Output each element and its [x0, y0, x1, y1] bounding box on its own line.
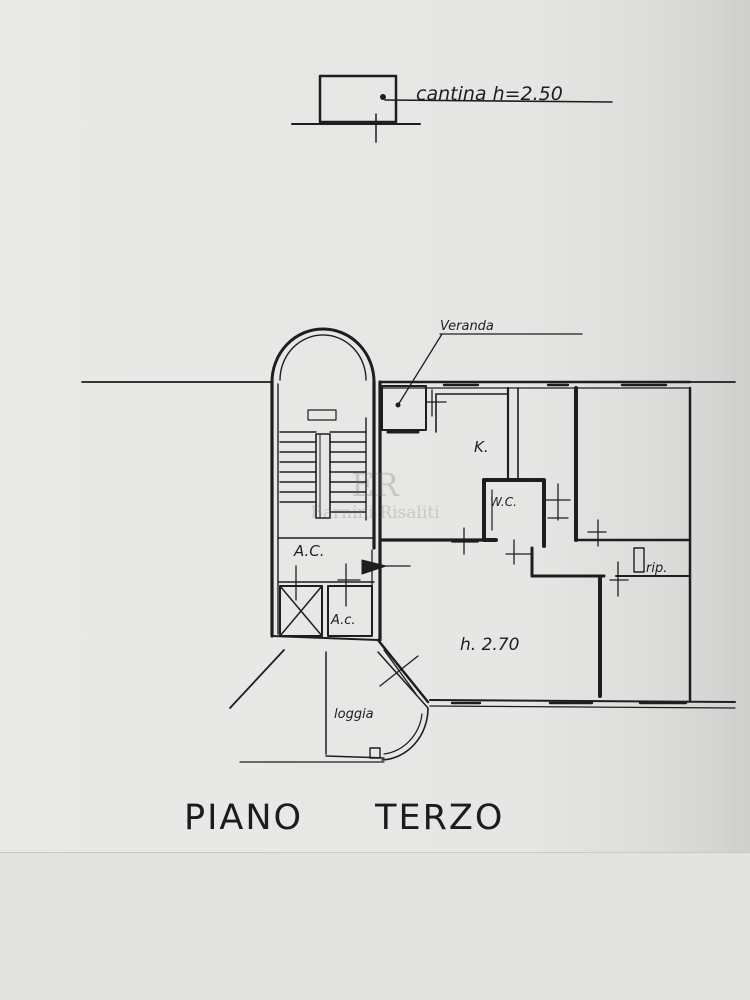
stair-treads — [279, 417, 367, 521]
page-edge-shadow — [722, 0, 750, 1000]
veranda — [381, 333, 583, 434]
watermark-text: Barnini Risaliti — [310, 503, 440, 523]
window-marks — [442, 383, 688, 705]
loggia — [229, 649, 429, 763]
room-label-ac-large: A.C. — [293, 542, 325, 560]
room-label-rip: rip. — [646, 561, 667, 576]
cellar-label: cantina h=2.50 — [416, 83, 563, 105]
room-height-label: h. 2.70 — [460, 635, 519, 655]
wc-walls — [482, 478, 571, 565]
watermark-logo: ER — [351, 466, 399, 504]
lift-shaft — [277, 563, 375, 637]
stair-tower — [270, 327, 379, 641]
floor-title-word-1: PIANO — [184, 798, 304, 838]
room-label-wc: W.C. — [490, 495, 517, 509]
floor-title: PIANO TERZO — [184, 798, 544, 848]
lower-paper-sheet — [0, 852, 750, 1000]
kitchen-walls — [380, 386, 510, 555]
room-label-kitchen: K. — [474, 438, 489, 456]
entrance-arrow — [361, 559, 387, 575]
room-label-ac-small: A.c. — [330, 613, 356, 628]
agency-watermark: ER Barnini Risaliti — [250, 468, 500, 548]
bedroom-walls — [517, 386, 692, 698]
cellar-plan — [291, 74, 613, 143]
room-label-loggia: loggia — [334, 707, 374, 722]
apartment-walls — [376, 380, 736, 709]
room-label-veranda: Veranda — [440, 319, 494, 334]
floor-title-word-2: TERZO — [375, 798, 505, 838]
